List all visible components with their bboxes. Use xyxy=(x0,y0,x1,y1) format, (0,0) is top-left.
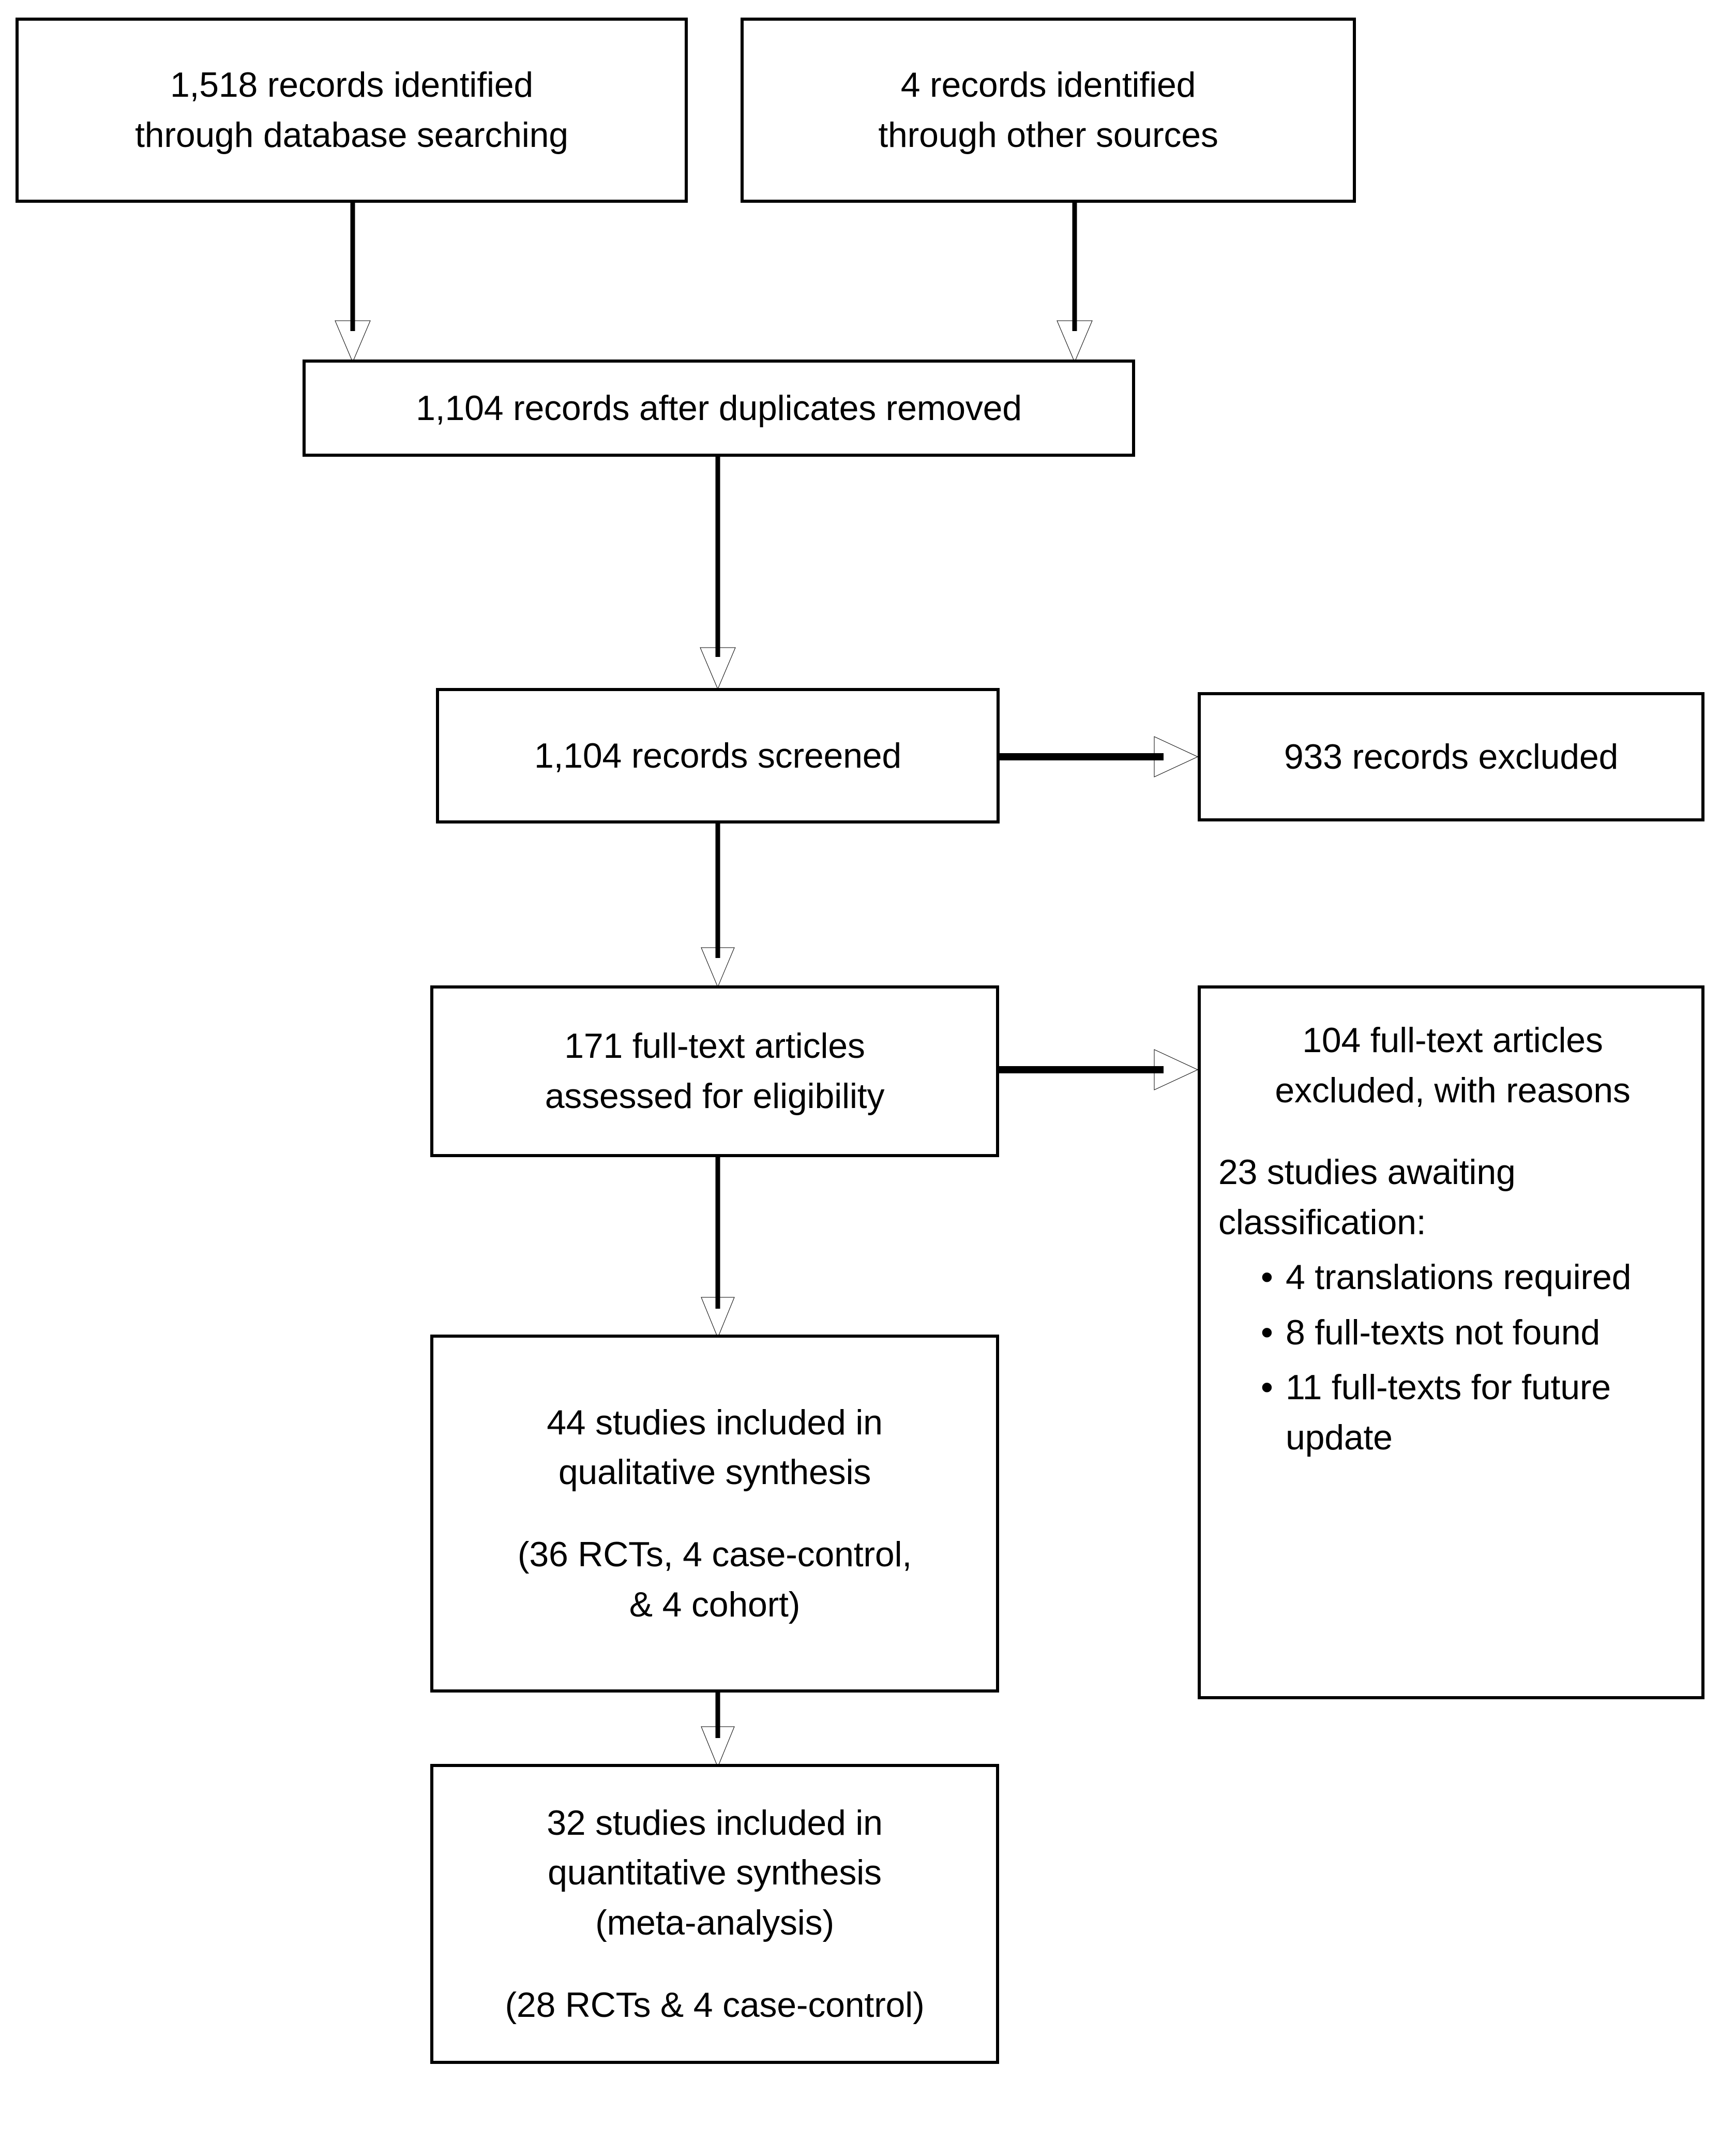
reason-text: 11 full-texts for future update xyxy=(1286,1368,1611,1457)
quantitative-synthesis-box[interactable]: 32 studies included in quantitative synt… xyxy=(430,1764,999,2064)
fulltext-excluded-heading-line-1: 104 full-text articles xyxy=(1302,1021,1603,1060)
other-records-line-2: through other sources xyxy=(878,115,1218,155)
bullet-icon: • xyxy=(1261,1368,1273,1408)
connector-duplicates-to-screened xyxy=(700,456,736,690)
duplicates-removed-box[interactable]: 1,104 records after duplicates removed xyxy=(303,360,1135,457)
database-records-line-2: through database searching xyxy=(135,115,568,155)
connector-qualitative-to-quantitative xyxy=(701,1693,735,1768)
quantitative-synthesis-line-1: 32 studies included in xyxy=(547,1803,883,1843)
fulltext-assessed-line-2: assessed for eligibility xyxy=(545,1076,885,1116)
list-item: • 8 full-texts not found xyxy=(1259,1308,1687,1358)
fulltext-assessed-line-1: 171 full-text articles xyxy=(564,1026,865,1066)
database-records-box[interactable]: 1,518 records identified through databas… xyxy=(16,18,688,203)
database-records-line-1: 1,518 records identified xyxy=(170,65,534,105)
connector-database-to-duplicates xyxy=(335,203,371,363)
fulltext-excluded-box[interactable]: 104 full-text articles excluded, with re… xyxy=(1198,985,1704,1699)
fulltext-assessed-box[interactable]: 171 full-text articles assessed for elig… xyxy=(430,985,999,1157)
qualitative-synthesis-line-2: qualitative synthesis xyxy=(558,1453,871,1492)
connector-screened-to-excluded xyxy=(998,736,1199,777)
other-records-box[interactable]: 4 records identified through other sourc… xyxy=(741,18,1356,203)
qualitative-synthesis-box[interactable]: 44 studies included in qualitative synth… xyxy=(430,1335,999,1693)
qualitative-synthesis-detail-line-2: & 4 cohort) xyxy=(629,1584,801,1624)
connector-fulltext-to-excluded xyxy=(998,1049,1199,1090)
quantitative-synthesis-line-2: quantitative synthesis xyxy=(548,1853,882,1893)
records-excluded-line-1: 933 records excluded xyxy=(1284,737,1619,776)
connector-fulltext-to-qualitative xyxy=(701,1157,735,1339)
records-screened-line-1: 1,104 records screened xyxy=(534,736,902,775)
quantitative-synthesis-detail-line-1: (28 RCTs & 4 case-control) xyxy=(505,1985,925,2025)
reason-text: 8 full-texts not found xyxy=(1286,1312,1600,1352)
connector-screened-to-fulltext xyxy=(701,824,735,988)
bullet-icon: • xyxy=(1261,1312,1273,1352)
records-screened-box[interactable]: 1,104 records screened xyxy=(436,688,1000,824)
qualitative-synthesis-line-1: 44 studies included in xyxy=(547,1402,883,1442)
duplicates-removed-line-1: 1,104 records after duplicates removed xyxy=(416,388,1022,428)
awaiting-classification-line-1: 23 studies awaiting xyxy=(1218,1152,1516,1192)
list-item: • 4 translations required xyxy=(1259,1252,1687,1302)
reason-text: 4 translations required xyxy=(1286,1257,1632,1297)
bullet-icon: • xyxy=(1261,1257,1273,1297)
awaiting-classification-list: • 4 translations required • 8 full-texts… xyxy=(1218,1252,1687,1468)
qualitative-synthesis-detail-line-1: (36 RCTs, 4 case-control, xyxy=(517,1535,912,1574)
awaiting-classification-line-2: classification: xyxy=(1218,1202,1426,1242)
quantitative-synthesis-line-3: (meta-analysis) xyxy=(595,1903,834,1942)
records-excluded-box[interactable]: 933 records excluded xyxy=(1198,692,1704,821)
other-records-line-1: 4 records identified xyxy=(900,65,1196,105)
list-item: • 11 full-texts for future update xyxy=(1259,1363,1687,1462)
connector-other-to-duplicates xyxy=(1057,203,1093,363)
fulltext-excluded-heading-line-2: excluded, with reasons xyxy=(1275,1070,1631,1110)
